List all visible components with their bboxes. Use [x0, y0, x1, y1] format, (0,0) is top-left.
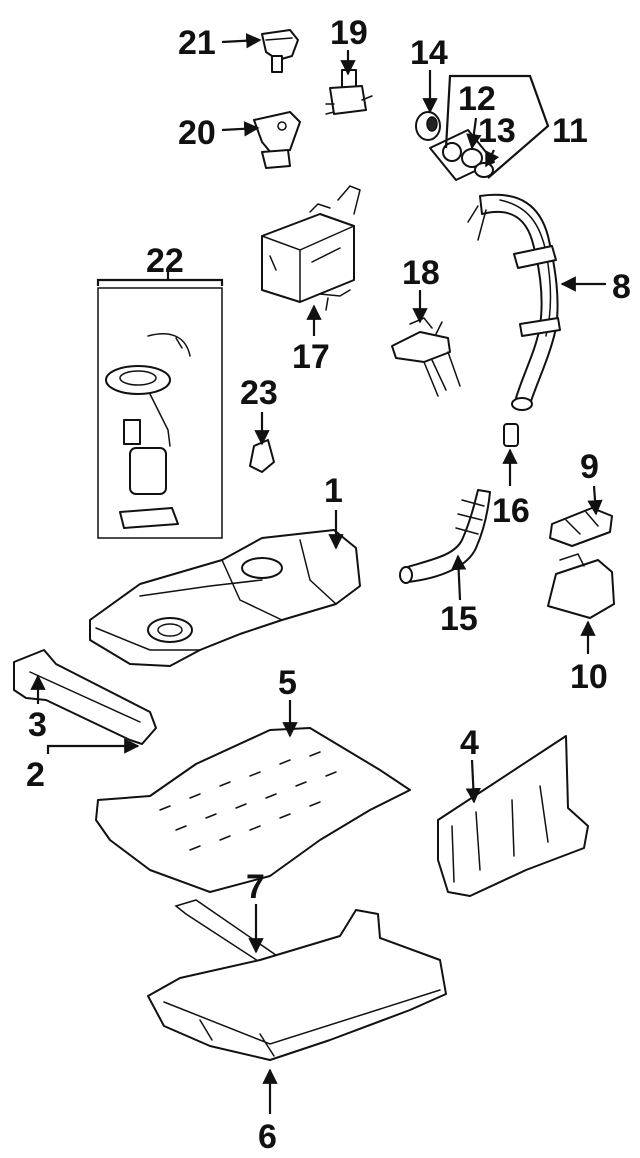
callout-12: 12: [458, 80, 496, 118]
leader-lines: [30, 33, 606, 1114]
part-1-fuel-tank: [89, 529, 361, 667]
part-6-lower-shield: [147, 909, 447, 1061]
part-23-clip: [249, 439, 275, 473]
callout-3: 3: [28, 706, 47, 744]
callout-13: 13: [478, 112, 516, 150]
callout-21: 21: [178, 24, 216, 62]
part-20-bracket: [253, 111, 301, 169]
callout-10: 10: [570, 658, 608, 696]
callout-14: 14: [410, 34, 448, 72]
part-22-fuel-pump-module: [97, 287, 223, 539]
callout-11: 11: [552, 112, 588, 150]
part-21-connector: [261, 29, 299, 73]
callout-7: 7: [246, 868, 265, 906]
callout-5: 5: [278, 664, 297, 702]
part-9-bracket: [549, 507, 613, 547]
callout-16: 16: [492, 492, 530, 530]
callout-15: 15: [440, 600, 478, 638]
callout-23: 23: [240, 374, 278, 412]
part-15-filler-hose: [399, 489, 491, 584]
part-5-skid-plate: [95, 727, 411, 893]
callout-9: 9: [580, 448, 599, 486]
part-18-tube: [391, 317, 461, 397]
part-2-3-strap: [13, 649, 157, 745]
part-14-cap: [415, 111, 441, 141]
callout-22: 22: [146, 242, 184, 280]
part-16-clamp: [503, 423, 519, 447]
callout-1: 1: [324, 472, 343, 510]
part-10-shield: [547, 553, 615, 619]
callout-17: 17: [292, 338, 330, 376]
callout-2: 2: [26, 756, 45, 794]
callout-20: 20: [178, 114, 216, 152]
callout-4: 4: [460, 724, 479, 762]
part-8-filler-pipe: [467, 193, 561, 411]
part-17-canister: [261, 185, 361, 311]
callout-18: 18: [402, 254, 440, 292]
callout-19: 19: [330, 14, 368, 52]
part-19-valve: [325, 69, 373, 115]
callout-8: 8: [612, 268, 631, 306]
part-4-side-shield: [437, 735, 589, 897]
callout-6: 6: [258, 1118, 277, 1156]
callout-labels: 21 19 20 14 12 13 11 22 18 8 17 23 9 1 1…: [26, 14, 631, 1156]
